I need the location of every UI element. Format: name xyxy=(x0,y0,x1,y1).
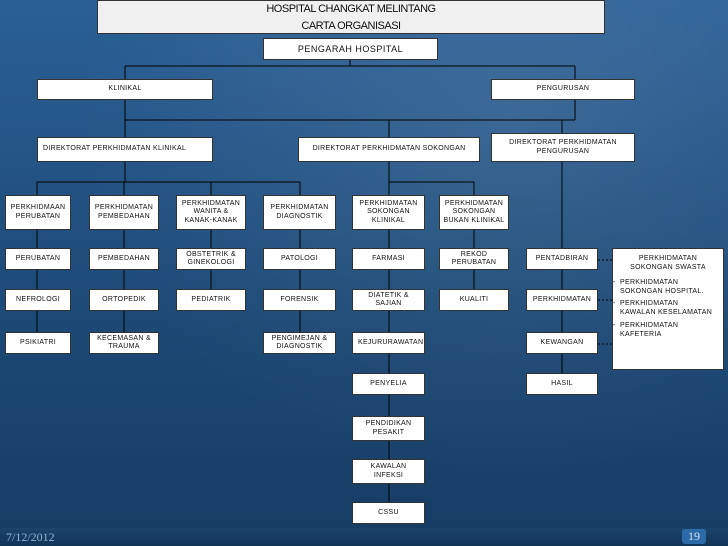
node-direktorat-klinikal: DIREKTORAT PERKHIDMATAN KLINIKAL xyxy=(37,137,213,162)
node-obstetrik: OBSTETRIK & GINEKOLOGI xyxy=(176,248,246,270)
node-pembedahan: PEMBEDAHAN xyxy=(89,248,159,270)
node-psikiatri: PSIKIATRI xyxy=(5,332,71,354)
node-perkhidmatan-perubatan: PERKHIDMAAN PERUBATAN xyxy=(5,195,71,230)
node-pentadbiran: PENTADBIRAN xyxy=(526,248,598,270)
node-kawalan-infeksi: KAWALAN INFEKSI xyxy=(352,459,425,484)
node-klinikal: KLINIKAL xyxy=(37,79,213,100)
node-sokongan-klinikal: PERKHIDMATAN SOKONGAN KLINIKAL xyxy=(352,195,425,230)
node-pengimejan: PENGIMEJAN & DIAGNOSTIK xyxy=(263,332,336,354)
node-sokongan-swasta: PERKHIDMATAN SOKONGAN SWASTA PERKHIDMATA… xyxy=(612,248,724,370)
node-direktorat-sokongan: DIREKTORAT PERKHIDMATAN SOKONGAN xyxy=(298,137,480,162)
swasta-heading: PERKHIDMATAN SOKONGAN SWASTA xyxy=(630,255,706,272)
node-perkhidmatan-wanita: PERKHIDMATAN WANITA & KANAK-KANAK xyxy=(176,195,246,230)
node-kejururawatan: KEJURURAWATAN xyxy=(352,332,425,354)
node-perkhidmatan-diagnostik: PERKHIDMATAN DIAGNOSTIK xyxy=(263,195,336,230)
slide-footer xyxy=(0,528,728,546)
footer-date: 7/12/2012 xyxy=(6,530,55,544)
page-number: 19 xyxy=(682,529,706,544)
node-pendidikan-pesakit: PENDIDIKAN PESAKIT xyxy=(352,416,425,441)
chart-title-banner: HOSPITAL CHANGKAT MELINTANG CARTA ORGANI… xyxy=(97,0,605,34)
swasta-list: PERKHIDMATAN SOKONGAN HOSPITAL. PERKHIDM… xyxy=(613,278,723,339)
node-kualiti: KUALITI xyxy=(439,289,509,311)
node-direktorat-pengurusan: DIREKTORAT PERKHIDMATAN PENGURUSAN xyxy=(491,133,635,162)
node-hasil: HASIL xyxy=(526,373,598,395)
list-item: PERKHIDMATAN KAFETERIA xyxy=(613,321,723,339)
node-pengarah-hospital: PENGARAH HOSPITAL xyxy=(263,38,438,60)
list-item: PERKHIDMATAN SOKONGAN HOSPITAL. xyxy=(613,278,723,296)
node-patologi: PATOLOGI xyxy=(263,248,336,270)
node-pengurusan: PENGURUSAN xyxy=(491,79,635,100)
title-chart-name: CARTA ORGANISASI xyxy=(301,20,401,32)
node-rekod-perubatan: REKOD PERUBATAN xyxy=(439,248,509,270)
title-hospital-name: HOSPITAL CHANGKAT MELINTANG xyxy=(266,3,436,15)
node-farmasi: FARMASI xyxy=(352,248,425,270)
node-ortopedik: ORTOPEDIK xyxy=(89,289,159,311)
node-pediatrik: PEDIATRIK xyxy=(176,289,246,311)
node-perubatan: PERUBATAN xyxy=(5,248,71,270)
node-kewangan: KEWANGAN xyxy=(526,332,598,354)
node-cssu: CSSU xyxy=(352,502,425,524)
node-penyelia: PENYELIA xyxy=(352,373,425,395)
node-nefrologi: NEFROLOGI xyxy=(5,289,71,311)
node-forensik: FORENSIK xyxy=(263,289,336,311)
node-kecemasan: KECEMASAN & TRAUMA xyxy=(89,332,159,354)
node-diatetik: DIATETIK & SAJIAN xyxy=(352,289,425,311)
node-perkhidmatan-pengurusan: PERKHIDMATAN xyxy=(526,289,598,311)
node-perkhidmatan-pembedahan: PERKHIDMATAN PEMBEDAHAN xyxy=(89,195,159,230)
list-item: PERKHIDMATAN KAWALAN KESELAMATAN xyxy=(613,299,723,317)
node-sokongan-bukan-klinikal: PERKHIDMATAN SOKONGAN BUKAN KLINIKAL xyxy=(439,195,509,230)
